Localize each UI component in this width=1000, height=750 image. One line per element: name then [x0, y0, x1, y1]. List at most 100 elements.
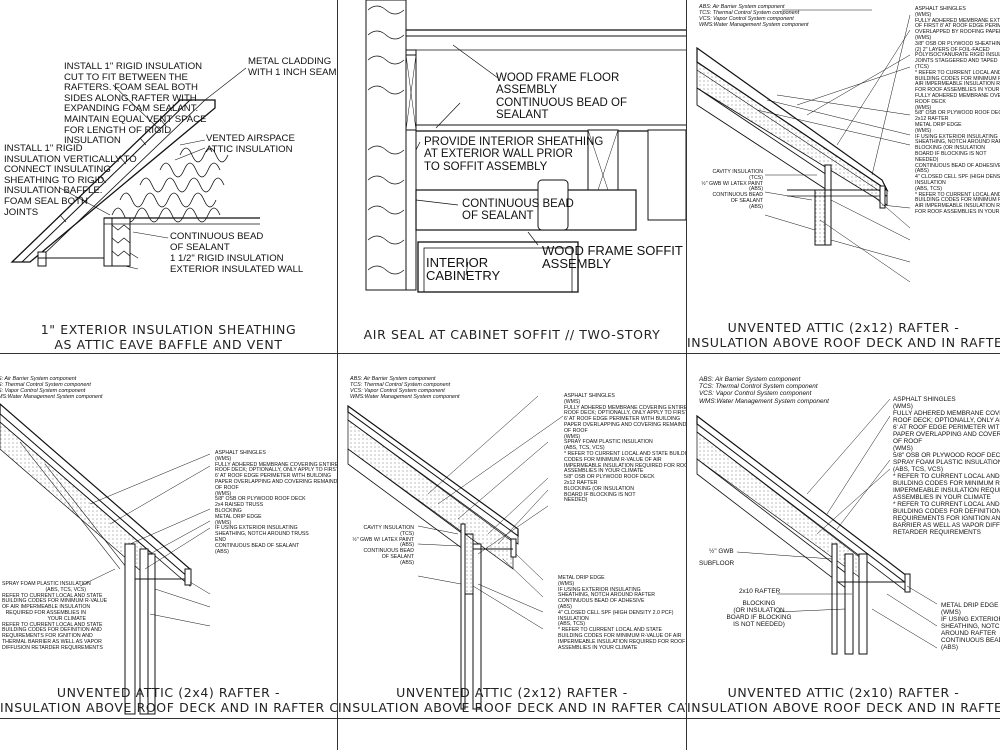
annotation-line: FULLY ADHERED MEMBRANE COVERING ENTIRE: [564, 404, 686, 411]
annotation-line: ROOF DECK; OPTIONALLY, ONLY APPLY TO FIR…: [564, 410, 686, 417]
annotation-line: IMPERMEABLE INSULATION REQUIRED FOR ROOF: [558, 638, 686, 645]
annotation-line: * REFER TO CURRENT LOCAL AND STATE: [915, 69, 1000, 76]
annotation-line: (WMS): [915, 34, 932, 41]
rafter-2x12-spf-drawing: [347, 395, 564, 710]
annotation-line: SHEATHING, NOTCH AROUND RAFTER: [915, 139, 1000, 146]
annotation-line: OF AIR IMPERMEABLE INSULATION: [2, 604, 91, 611]
annotation-line: (TCS): [915, 63, 929, 70]
annotation-line: VCS: Vapor Control System component: [350, 388, 445, 395]
label-2x10-rafter: 2x10 RAFTER: [739, 588, 781, 595]
cabinet-soffit-drawing: [365, 0, 686, 293]
annotation-line: (WMS): [893, 403, 913, 410]
annotation-line: (ABS): [400, 542, 414, 549]
annotation-line: * REFER TO CURRENT LOCAL AND STATE: [893, 501, 1000, 508]
annotation-line: TCS: Thermal Control System component: [350, 382, 451, 389]
annotation-line: BLOCKING: [215, 507, 242, 514]
annotation-line: 2x12 RAFTER: [915, 116, 949, 123]
annotation-line: NEEDED): [564, 497, 588, 504]
annotation-line: MS:Water Management System component: [0, 394, 103, 401]
annotation-line: * REFER TO CURRENT LOCAL AND STATE: [915, 191, 1000, 198]
annotation-line: METAL DRIP EDGE: [558, 575, 605, 581]
annotation-line: WMS:Water Management System component: [699, 397, 829, 405]
annotation-line: FULLY ADHERED MEMBRANE COVERING: [893, 410, 1000, 417]
annotation-line: (WMS): [215, 490, 232, 497]
annotation-line: CONTINUOUS BEAD OF ADHESIVE: [915, 162, 1000, 169]
annotation-line: 6' AT ROOF EDGE PERIMETER WITH BUI: [893, 424, 1000, 431]
annotation-line: 5/8" OSB OR PLYWOOD ROOF DECK: [215, 496, 306, 503]
annotation-line: IF USING EXTERIOR INSULATING: [915, 133, 998, 140]
annotation-line: REFER TO CURRENT LOCAL AND STATE: [2, 621, 103, 628]
annotation-line: IMPERMEABLE INSULATION REQUIRED FOR ROOF: [564, 462, 686, 469]
annotation-line: PAPER OVERLAPPING AND COVERING REMAINDER: [564, 421, 686, 428]
annotation-line: (ABS, TCS): [558, 621, 585, 628]
annotation-line: ½" GWB W/ LATEX PAINT: [701, 180, 763, 187]
annotation-line: (WMS): [893, 445, 913, 452]
annotation-line: REQUIRED FOR ASSEMBLIES IN: [5, 609, 86, 616]
rafter-2x4-drawing: [0, 403, 211, 715]
annotation-line: S: Thermal Control System component: [0, 382, 91, 389]
annotation-line: BLOCKING (OR INSULATION: [915, 145, 985, 152]
annotation-line: BOARD IF BLOCKING IS NOT: [915, 150, 987, 157]
annotation-line: * REFER TO CURRENT LOCAL AND STATE BUILD…: [564, 450, 686, 457]
annotation-line: WMS:Water Management System component: [699, 22, 809, 29]
annotation-line: ASPHALT SHINGLES: [215, 450, 266, 456]
annotation-line: METAL DRIP EDGE: [215, 513, 262, 520]
annotation-line: CONTINUOUS BEAD: [712, 192, 763, 199]
grid-divider-v1: [337, 0, 338, 750]
caption-panel-3: UNVENTED ATTIC (2x12) RAFTER -INSULATION…: [687, 320, 1000, 350]
labels-low-panel-5: METAL DRIP EDGE(WMS)IF USING EXTERIOR IN…: [558, 575, 686, 651]
annotation-line: ROOF DECK; OPTIONALLY, ONLY APPLY TO FIR…: [215, 467, 337, 474]
annotation-line: (WMS): [215, 519, 232, 526]
annotation-line: ROOF DECK; OPTIONALLY, ONLY APPLY: [893, 417, 1000, 424]
grid-divider-v2: [686, 0, 687, 750]
caption-panel-4: UNVENTED ATTIC (2x4) RAFTER -INSULATION …: [0, 685, 337, 715]
annotation-line: VCS: Vapor Control System component: [699, 16, 794, 23]
annotation-line: REQUIREMENTS FOR IGNITION AND THE: [893, 515, 1000, 522]
annotation-line: CAVITY INSULATION: [363, 525, 414, 531]
annotation-line: * REFER TO CURRENT LOCAL AND STATE: [893, 473, 1000, 480]
annotation-line: CAVITY INSULATION: [712, 169, 763, 175]
annotation-line: INSULATION: [558, 615, 589, 622]
annotation-line: (ABS): [941, 644, 959, 651]
annotation-line: 2x4 RAISED TRUSS: [215, 502, 264, 509]
annotation-line: ASPHALT SHINGLES: [564, 393, 615, 399]
annotation-line: IMPERMEABLE INSULATION REQUIRED: [893, 487, 1000, 494]
annotation-line: (WMS): [558, 580, 575, 587]
annotation-line: CONTINUOUS BEAD: [363, 548, 414, 555]
annotation-line: 3/8" OSB OR PLYWOOD SHEATHING: [915, 40, 1000, 47]
annotation-line: ½" GWB W/ LATEX PAINT: [352, 536, 414, 543]
label-gwb: ½" GWB: [709, 548, 734, 555]
annotation-line: DIFFUSION RETARDER REQUIREMENTS: [2, 644, 103, 651]
annotation-line: END: [215, 536, 226, 543]
left-labels-panel-3: CAVITY INSULATION(TCS)½" GWB W/ LATEX PA…: [701, 169, 763, 211]
annotation-line: FOR ROOF ASSEMBLIES IN YOUR CLIMATE: [915, 87, 1000, 94]
annotation-line: (WMS): [915, 11, 932, 18]
annotation-line: JOINTS STAGGERED AND TAPED: [915, 58, 998, 65]
caption-panel-5: UNVENTED ATTIC (2x12) RAFTER -INSULATION…: [338, 685, 686, 715]
annotation-line: 5/8" OSB OR PLYWOOD ROOF DECK: [915, 110, 1000, 117]
annotation-line: NEEDED): [915, 156, 939, 163]
annotation-line: 6' AT ROOF EDGE PERIMETER WITH BUILDING: [215, 473, 332, 480]
annotation-line: (TCS): [400, 530, 414, 537]
annotation-line: POLYISOCYANURATE RIGID INSULATION: [915, 52, 1000, 59]
labels-panel-6: ASPHALT SHINGLES(WMS)FULLY ADHERED MEMBR…: [893, 396, 1000, 536]
annotation-line: 5/8" OSB OR PLYWOOD ROOF DECK: [564, 474, 655, 481]
annotation-line: SPRAY FOAM PLASTIC INSULATION: [2, 581, 91, 587]
grid-divider-h1: [0, 353, 1000, 354]
labels-panel-4: ASPHALT SHINGLES(WMS)FULLY ADHERED MEMBR…: [215, 450, 337, 555]
annotation-line: PAPER OVERLAPPING AND COVERING R: [893, 431, 1000, 438]
annotation-line: ABS: Air Barrier System component: [699, 4, 785, 10]
annotation-line: YOUR CLIMATE: [47, 615, 86, 622]
annotation-line: REFER TO CURRENT LOCAL AND STATE: [2, 592, 103, 599]
annotation-line: BUILDING CODES FOR DEFINITION AND: [2, 627, 102, 634]
